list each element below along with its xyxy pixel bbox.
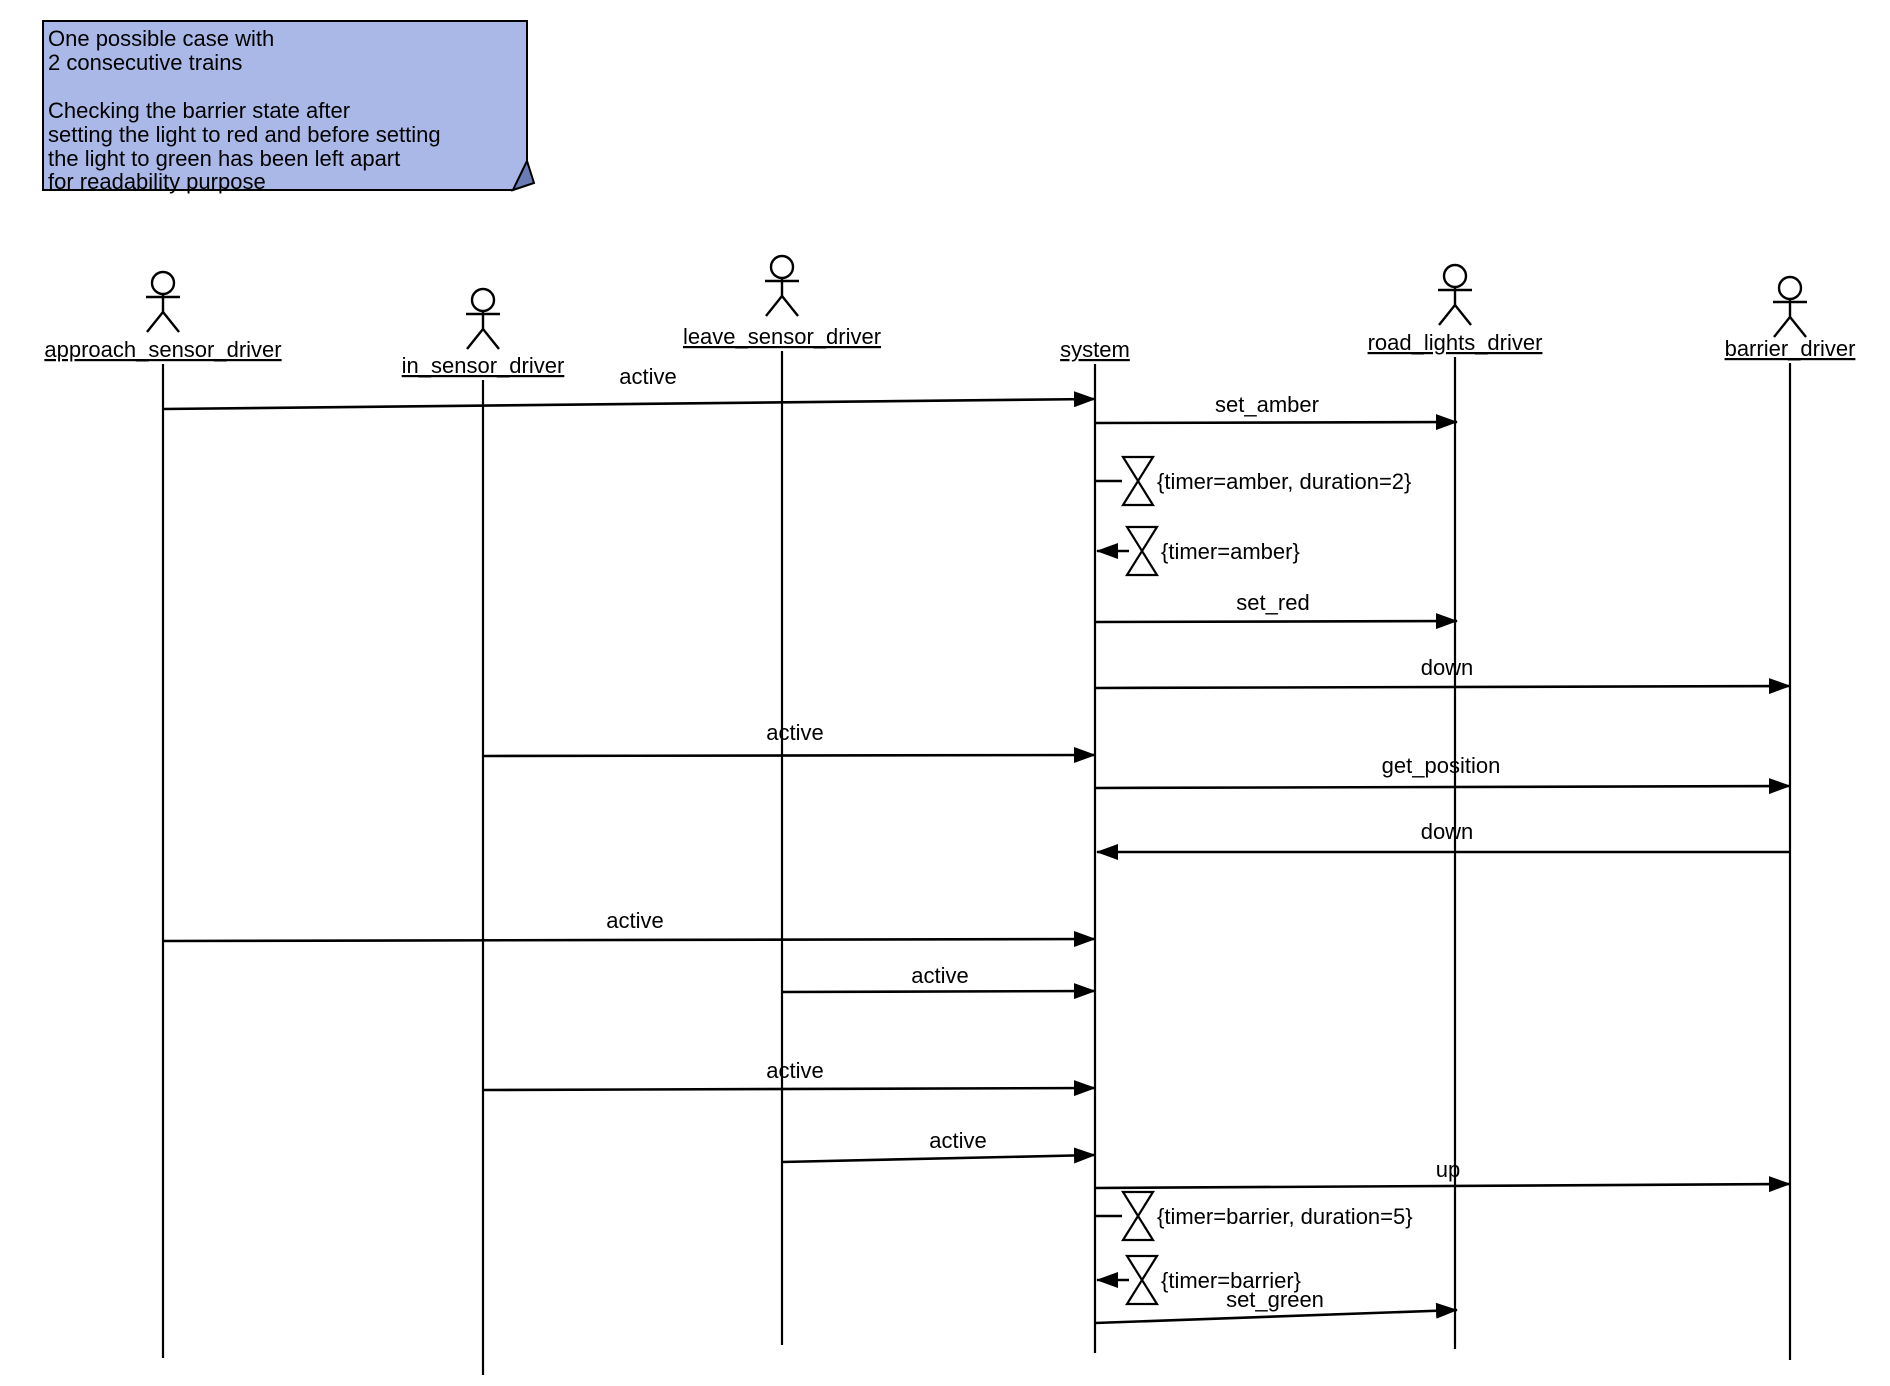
message-label: active	[606, 908, 663, 933]
message-arrow	[482, 1080, 1096, 1097]
figure-leg	[1438, 304, 1456, 326]
figure-leg	[1454, 304, 1472, 326]
message-arrow	[1094, 414, 1458, 431]
timer-expired-barrier: {timer=barrier}	[1096, 1254, 1301, 1306]
figure-head	[1442, 263, 1468, 289]
message-arrow	[162, 391, 1096, 411]
message-active-1: active	[162, 364, 1096, 411]
message-label: active	[766, 1058, 823, 1083]
actor-approach-sensor-driver: approach_sensor_driver	[44, 270, 282, 1358]
timer-label: {timer=barrier}	[1161, 1268, 1301, 1293]
hourglass-icon	[1121, 455, 1155, 507]
figure-leg	[1789, 316, 1807, 338]
figure-head	[470, 287, 496, 313]
actor-system: system	[1060, 337, 1130, 1353]
message-get-position: get_position	[1094, 753, 1791, 795]
message-label: up	[1436, 1157, 1460, 1182]
note-line: One possible case with	[48, 26, 274, 51]
figure-leg	[1773, 316, 1791, 338]
note-line: for readability purpose	[48, 169, 266, 194]
message-arrow	[482, 747, 1096, 764]
message-down-return: down	[1096, 819, 1790, 860]
actor-label: road_lights_driver	[1368, 330, 1543, 355]
timer-set-barrier: {timer=barrier, duration=5}	[1095, 1190, 1413, 1242]
timer-label: {timer=amber, duration=2}	[1157, 469, 1411, 494]
figure-leg	[146, 311, 164, 333]
timer-set-amber: {timer=amber, duration=2}	[1095, 455, 1411, 507]
note-line: Checking the barrier state after	[48, 98, 350, 123]
message-active-3: active	[162, 908, 1096, 948]
stick-figure-icon	[1773, 275, 1807, 338]
message-arrow	[1094, 1302, 1458, 1325]
figure-leg	[781, 295, 799, 317]
message-label: down	[1421, 819, 1474, 844]
stick-figure-icon	[1438, 263, 1472, 326]
actor-label: approach_sensor_driver	[44, 337, 281, 362]
message-label: set_green	[1226, 1287, 1324, 1312]
message-arrow	[781, 983, 1096, 1000]
actor-label: in_sensor_driver	[402, 353, 565, 378]
message-arrow	[1094, 778, 1791, 795]
message-label: active	[911, 963, 968, 988]
message-active-6: active	[781, 1128, 1096, 1164]
hourglass-icon	[1125, 525, 1159, 577]
actor-in-sensor-driver: in_sensor_driver	[402, 287, 565, 1375]
figure-leg	[765, 295, 783, 317]
actor-label: system	[1060, 337, 1130, 362]
note-fold-corner-icon	[511, 158, 536, 192]
figure-head	[769, 254, 795, 280]
timer-label: {timer=amber}	[1161, 539, 1300, 564]
message-up: up	[1094, 1157, 1791, 1193]
message-set-green: set_green	[1094, 1287, 1458, 1325]
message-label: active	[766, 720, 823, 745]
figure-head	[150, 270, 176, 296]
figure-leg	[482, 328, 500, 350]
stick-figure-icon	[765, 254, 799, 317]
message-label: active	[619, 364, 676, 389]
note-box: One possible case with 2 consecutive tra…	[42, 20, 536, 194]
message-active-4: active	[781, 963, 1096, 1000]
message-set-red: set_red	[1094, 590, 1458, 630]
actor-label: barrier_driver	[1725, 336, 1856, 361]
note-line: setting the light to red and before sett…	[48, 122, 441, 147]
timer-label: {timer=barrier, duration=5}	[1157, 1204, 1413, 1229]
actor-leave-sensor-driver: leave_sensor_driver	[683, 254, 881, 1345]
timer-expired-amber: {timer=amber}	[1096, 525, 1300, 577]
message-set-amber: set_amber	[1094, 392, 1458, 431]
figure-leg	[162, 311, 180, 333]
figure-head	[1777, 275, 1803, 301]
message-label: set_red	[1236, 590, 1309, 615]
message-label: down	[1421, 655, 1474, 680]
message-down: down	[1094, 655, 1791, 695]
message-label: active	[929, 1128, 986, 1153]
message-label: set_amber	[1215, 392, 1319, 417]
message-arrow	[1094, 613, 1458, 630]
stick-figure-icon	[146, 270, 180, 333]
actor-barrier-driver: barrier_driver	[1725, 275, 1856, 1360]
message-label: get_position	[1382, 753, 1501, 778]
note-line: the light to green has been left apart	[48, 146, 400, 171]
message-arrow	[781, 1147, 1096, 1164]
message-active-2: active	[482, 720, 1096, 764]
figure-leg	[466, 328, 484, 350]
stick-figure-icon	[466, 287, 500, 350]
message-active-5: active	[482, 1058, 1096, 1097]
message-arrow	[1094, 1176, 1791, 1193]
hourglass-icon	[1121, 1190, 1155, 1242]
message-arrow	[162, 931, 1096, 948]
hourglass-icon	[1125, 1254, 1159, 1306]
message-arrow	[1094, 678, 1791, 695]
note-line: 2 consecutive trains	[48, 50, 242, 75]
actor-label: leave_sensor_driver	[683, 324, 881, 349]
